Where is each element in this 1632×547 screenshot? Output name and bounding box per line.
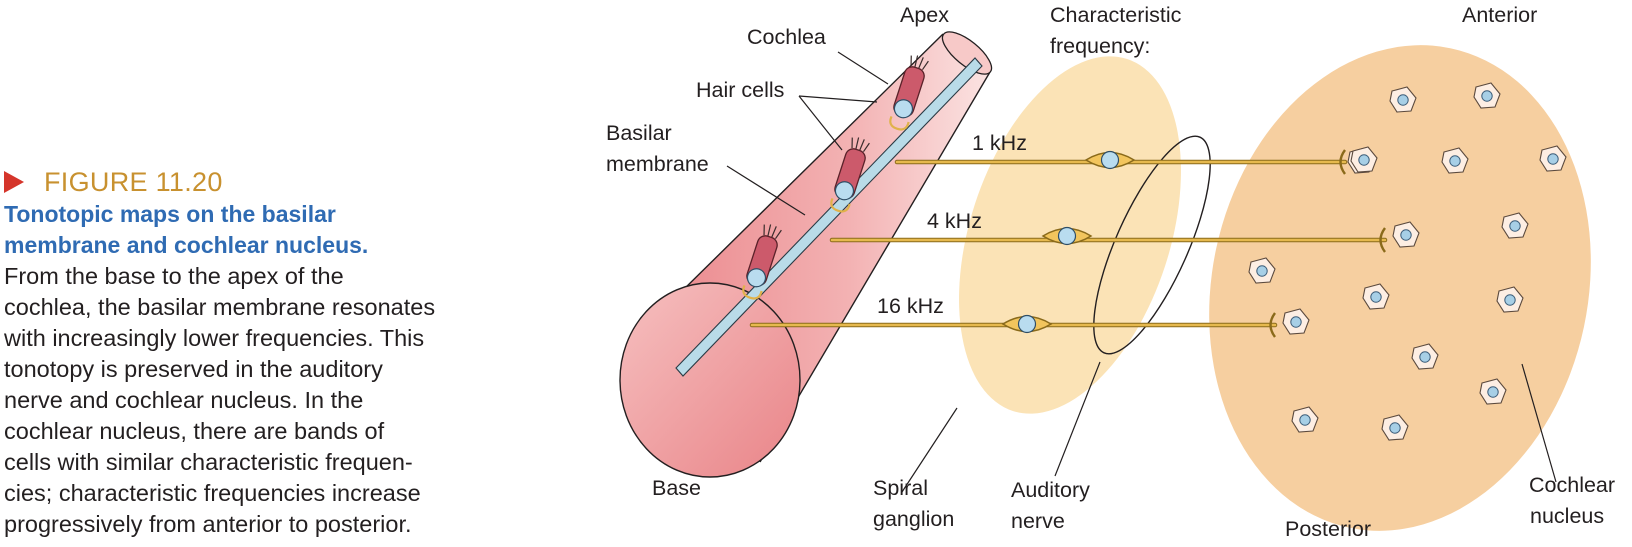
label-apex: Apex: [900, 3, 949, 27]
label-spiral: Spiral: [873, 476, 928, 500]
figure-body-line: cells with similar characteristic freque…: [4, 449, 413, 475]
figure-body-line: tonotopy is preserved in the auditory: [4, 356, 383, 382]
figure-label: FIGURE 11.20: [44, 166, 223, 197]
diagram-labels: Apex Cochlea Hair cells Basilar membrane…: [606, 3, 1615, 541]
label-basilar: Basilar: [606, 121, 672, 145]
label-4khz: 4 kHz: [927, 209, 982, 233]
cochlear-nucleus: [1209, 45, 1591, 531]
label-16khz: 16 kHz: [877, 294, 944, 318]
figure-title-line: Tonotopic maps on the basilar: [4, 201, 336, 227]
figure-body-line: cochlea, the basilar membrane resonates: [4, 294, 436, 320]
label-nucleus: nucleus: [1530, 504, 1604, 528]
terminal-cells: [1282, 146, 1420, 335]
leader-lines: [726, 51, 1557, 493]
basilar-membrane: [675, 57, 983, 377]
label-hair-cells: Hair cells: [696, 78, 784, 102]
label-base: Base: [652, 476, 701, 500]
neuron-cells: [1248, 82, 1567, 441]
axon-terminals: [1269, 149, 1386, 338]
label-nerve: nerve: [1011, 509, 1065, 533]
figure-body-line: cochlear nucleus, there are bands of: [4, 418, 385, 444]
cochlea: [619, 31, 993, 478]
figure-body-line: with increasingly lower frequencies. Thi…: [4, 325, 425, 351]
label-anterior: Anterior: [1462, 3, 1537, 27]
label-1khz: 1 kHz: [972, 131, 1027, 155]
cochlea-base: [619, 282, 801, 478]
label-membrane: membrane: [606, 152, 709, 176]
figure-body-line: From the base to the apex of the: [4, 263, 344, 289]
hair-cells: [742, 55, 929, 300]
figure-caption: FIGURE 11.20 Tonotopic maps on the basil…: [4, 166, 544, 540]
figure-title-line: membrane and cochlear nucleus.: [4, 232, 369, 258]
figure-title: Tonotopic maps on the basilar membrane a…: [4, 199, 544, 261]
label-cochlea: Cochlea: [747, 25, 826, 49]
ganglion-cells: [1001, 150, 1136, 334]
auditory-nerve-outline: [1093, 135, 1211, 355]
figure-body: From the base to the apex of the cochlea…: [4, 261, 544, 540]
label-ganglion: ganglion: [873, 507, 954, 531]
label-posterior: Posterior: [1285, 517, 1371, 541]
label-characteristic: Characteristic: [1050, 3, 1182, 27]
figure-heading: FIGURE 11.20: [4, 166, 544, 198]
figure-marker-icon: [4, 171, 24, 193]
figure-body-line: progressively from anterior to posterior…: [4, 511, 412, 537]
label-cochlear: Cochlear: [1529, 473, 1615, 497]
label-frequency: frequency:: [1050, 34, 1150, 58]
figure-body-line: cies; characteristic frequencies increas…: [4, 480, 421, 506]
label-auditory: Auditory: [1011, 478, 1090, 502]
figure-body-line: nerve and cochlear nucleus. In the: [4, 387, 364, 413]
